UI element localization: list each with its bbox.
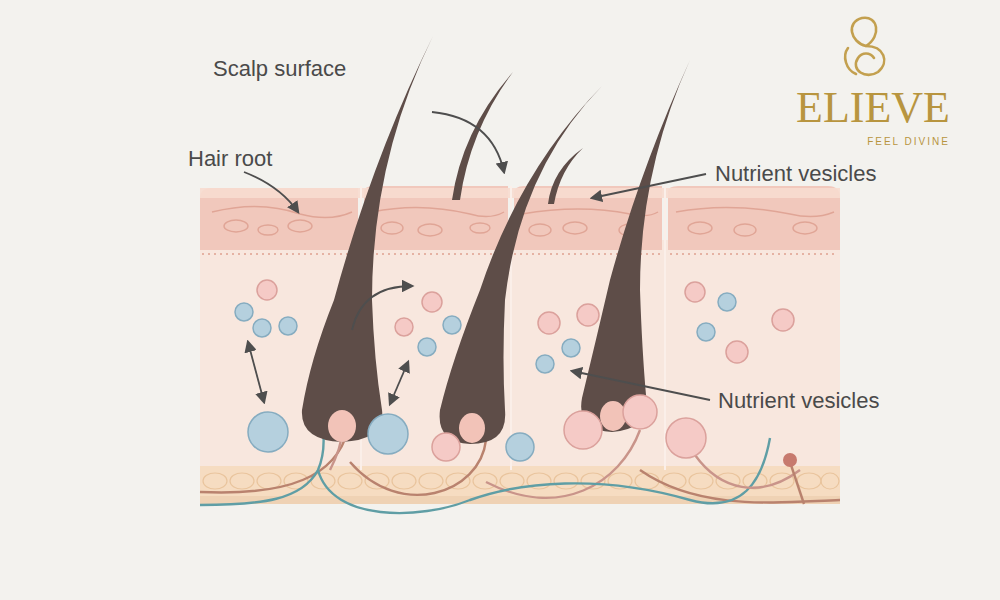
part-label: Hair root — [188, 146, 272, 172]
nerve-ending — [783, 453, 797, 467]
dermis — [200, 240, 840, 472]
part-label: Nutrient vesicles — [718, 388, 879, 414]
logo-tagline: FEEL DIVINE — [867, 136, 950, 148]
arrows — [244, 112, 710, 404]
vessels — [200, 408, 840, 513]
part-label: Nutrient vesicles — [715, 161, 876, 187]
vesicles — [235, 280, 794, 461]
logo-wordmark: ELIEVE — [796, 82, 950, 135]
epidermis — [200, 186, 840, 470]
part-label: Scalp surface — [213, 56, 346, 82]
logo-symbol — [845, 18, 884, 75]
